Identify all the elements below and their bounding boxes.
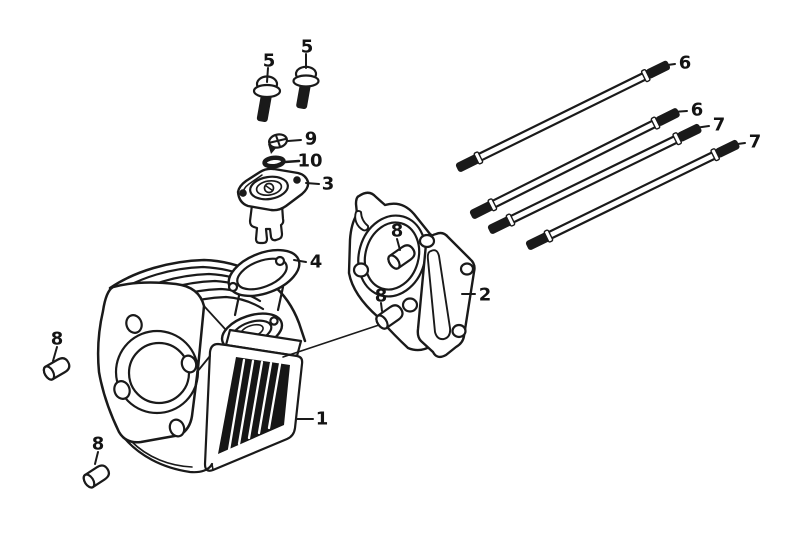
leader-7-b (729, 142, 746, 146)
callout-label-6-middle: 6 (691, 100, 704, 121)
leader-8-center (380, 302, 383, 312)
leader-6-middle (672, 110, 688, 113)
callout-label-9: 9 (305, 129, 318, 150)
dowel-pin-on-gasket (387, 244, 416, 270)
flange-bolt-left (252, 75, 282, 123)
leader-8-left-top (52, 346, 58, 362)
leader-8-center-long (282, 324, 380, 358)
cam-chain-slot (354, 210, 370, 232)
leader-7-a (694, 125, 710, 129)
port-gasket-part (227, 248, 301, 298)
callout-label-2: 2 (479, 285, 492, 306)
leader-4 (293, 259, 307, 263)
callout-label-1: 1 (316, 409, 329, 430)
o-ring-part (262, 155, 286, 169)
tensioner-flange-part (236, 167, 310, 245)
leader-8-left-bottom (94, 451, 99, 465)
callout-label-8-center: 8 (375, 286, 388, 307)
callout-label-4: 4 (310, 252, 323, 273)
callout-labels: 1 2 3 4 5 5 6 6 7 7 8 8 8 8 9 10 (51, 37, 762, 455)
slotted-screw-part (267, 133, 289, 154)
cylinder-front-face (96, 281, 227, 444)
stud-lower-a (487, 123, 702, 234)
callout-label-8-left-bottom: 8 (92, 434, 105, 455)
cylinder-part (96, 258, 307, 474)
cylinder-skirt (119, 432, 214, 474)
leader-8-on-gasket (396, 238, 401, 251)
leader-5-left (266, 67, 269, 83)
leader-9 (287, 139, 302, 142)
callout-label-8-on-gasket: 8 (391, 221, 404, 242)
dowel-pin-left-bottom (82, 464, 110, 489)
callout-label-5-right: 5 (301, 37, 314, 58)
cylinder-fin-block (203, 342, 304, 472)
stud-lower-b (525, 139, 740, 250)
callout-label-7-b: 7 (749, 132, 762, 153)
stud-upper (455, 60, 671, 172)
stud-middle (469, 108, 680, 219)
leader-6-upper (659, 63, 676, 67)
callout-label-8-left-top: 8 (51, 329, 64, 350)
leader-3 (305, 182, 320, 185)
head-gasket-part (347, 191, 476, 359)
callout-label-3: 3 (322, 174, 335, 195)
callout-label-5-left: 5 (263, 51, 276, 72)
leader-10 (283, 159, 301, 164)
callout-label-7-a: 7 (713, 115, 726, 136)
leader-lines (52, 53, 746, 465)
callout-label-10: 10 (297, 151, 322, 172)
callout-label-6-upper: 6 (679, 53, 692, 74)
dowel-pin-left-top (42, 357, 71, 381)
flange-bolt-right (292, 65, 320, 110)
